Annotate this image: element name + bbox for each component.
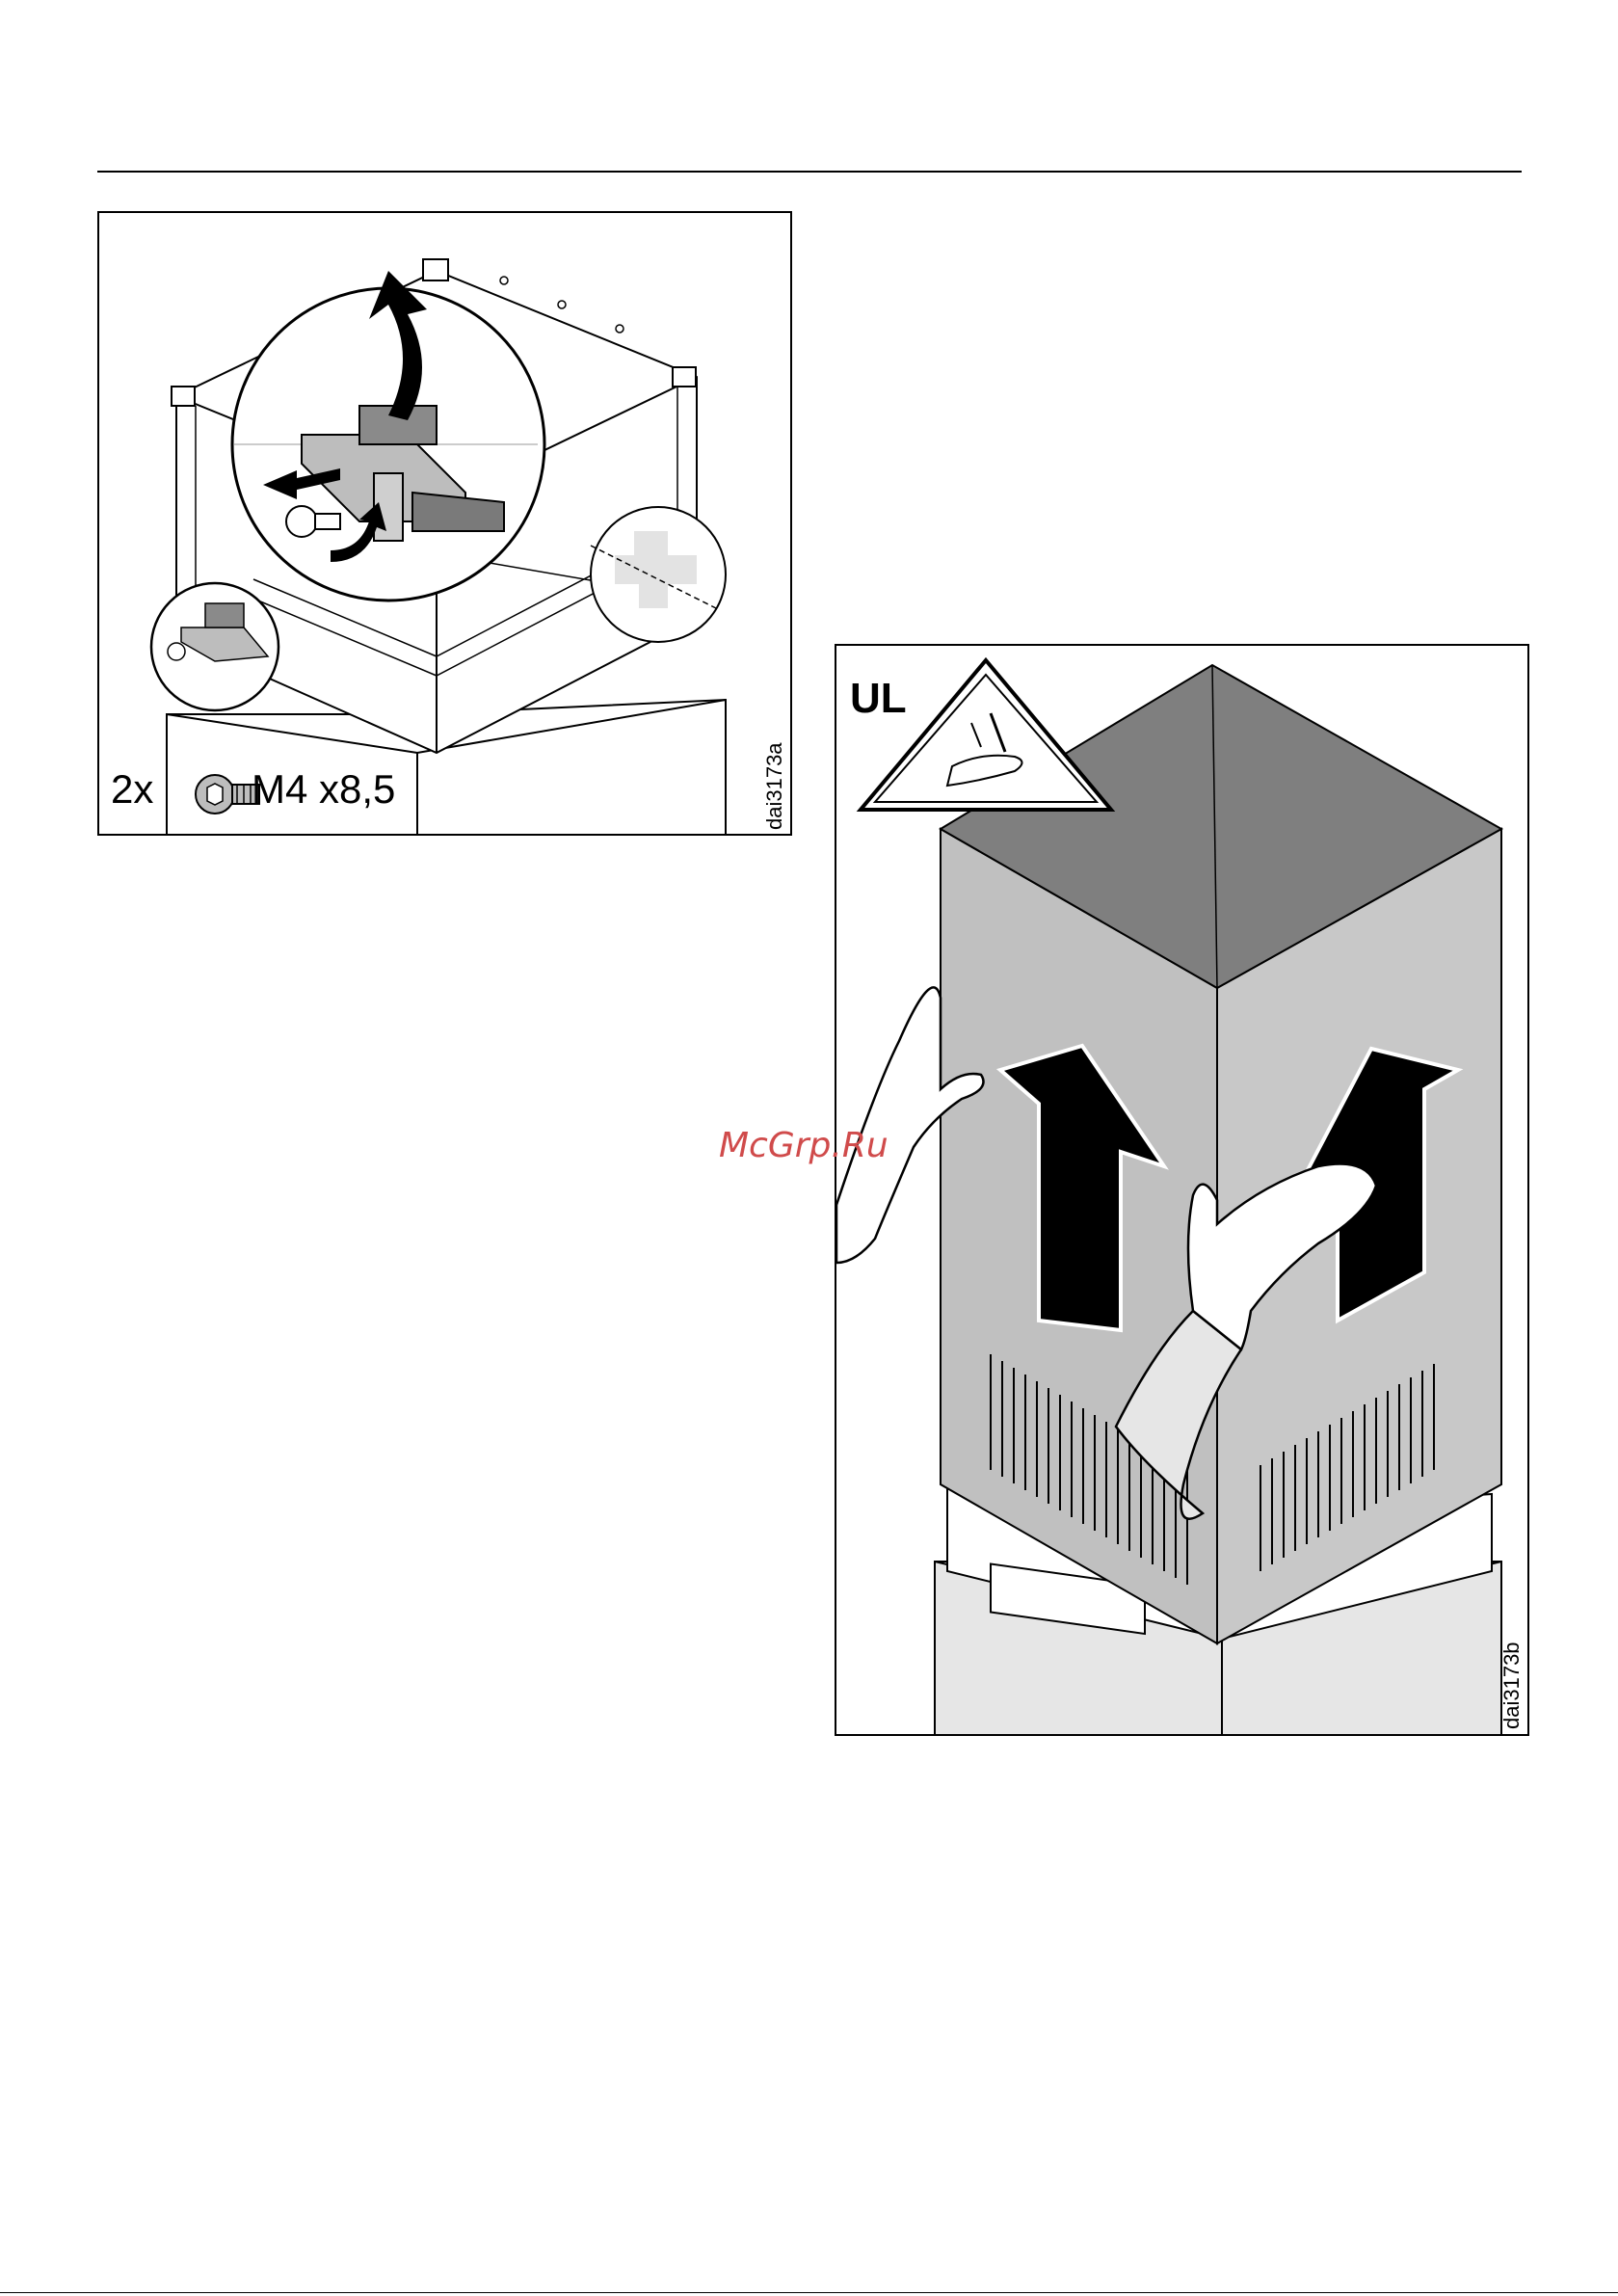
screw-spec: M4 x8,5 (252, 766, 395, 813)
footer-rule (0, 2292, 1618, 2293)
ul-badge: UL (850, 675, 907, 723)
figure-code-a: dai3173a (762, 742, 787, 830)
header-rule (97, 171, 1522, 173)
figure-code-b: dai3173b (1499, 1642, 1525, 1729)
frame-illustration (99, 213, 792, 836)
screw-quantity: 2x (111, 766, 153, 813)
chimney-illustration (836, 646, 1529, 1736)
figure-a-installation: 2x M4 x8,5 dai3173a (97, 211, 792, 836)
figure-b-chimney: UL dai3173b (835, 644, 1529, 1736)
watermark: McGrp.Ru (719, 1126, 889, 1165)
